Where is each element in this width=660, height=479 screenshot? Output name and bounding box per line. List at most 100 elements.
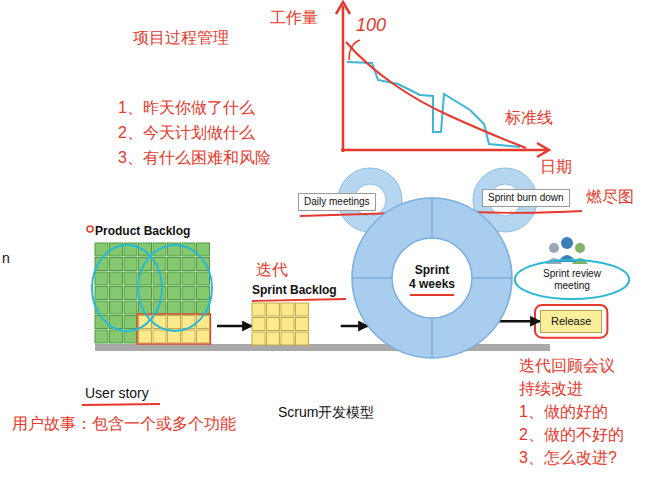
red-underline xyxy=(252,299,346,301)
annotation-text: 持续改进 xyxy=(519,379,583,398)
annotation-text: User story xyxy=(85,385,149,402)
story-cell xyxy=(95,272,108,285)
red-underline xyxy=(87,226,93,232)
story-cell xyxy=(95,287,108,300)
story-cell xyxy=(110,272,123,285)
sprint-ring xyxy=(352,278,392,279)
meeting-banner: Daily meetings xyxy=(298,193,376,211)
annotation-text: 迭代回顾会议 xyxy=(519,356,615,375)
story-cell xyxy=(110,258,123,271)
hand-circle xyxy=(515,260,629,299)
story-cell xyxy=(281,303,294,316)
story-cell xyxy=(124,301,137,314)
story-cell xyxy=(110,287,123,300)
red-underline xyxy=(82,211,582,405)
red-underline xyxy=(82,404,160,405)
burndown-chart xyxy=(336,2,350,14)
story-cell xyxy=(252,332,265,345)
sprint-ring xyxy=(410,294,454,296)
sprint-cycle: Sprint4 weeks xyxy=(350,196,514,360)
backlog-grid: Sprint Backlog xyxy=(252,284,341,347)
story-cell xyxy=(296,332,309,345)
story-cell xyxy=(95,330,108,343)
meeting-banner: Sprint burn down xyxy=(482,189,570,207)
story-cell xyxy=(124,316,137,329)
story-cell xyxy=(281,318,294,331)
annotation-text: 3、有什么困难和风险 xyxy=(118,148,271,167)
annotation-text: 用户故事：包含一个或多个功能 xyxy=(12,414,236,433)
story-cell xyxy=(110,330,123,343)
annotation-text: 项目过程管理 xyxy=(133,28,229,47)
hand-outline xyxy=(535,305,607,338)
annotation-text: 100 xyxy=(356,15,386,37)
story-cell xyxy=(296,303,309,316)
people-icon xyxy=(575,243,585,253)
node-text: Daily meetings xyxy=(304,196,370,208)
story-cell xyxy=(153,258,166,271)
story-cell xyxy=(182,287,195,300)
people-icon xyxy=(561,237,573,249)
flow-arrow xyxy=(341,325,368,328)
sprint-ring xyxy=(432,198,433,238)
backlog-grid: Product Backlog xyxy=(95,225,217,345)
annotation-text: 燃尽图 xyxy=(586,187,634,206)
burndown-chart xyxy=(342,6,345,152)
story-cell xyxy=(182,301,195,314)
burndown-chart xyxy=(336,2,549,157)
story-cell xyxy=(153,287,166,300)
node-text: Sprint review meeting xyxy=(530,268,614,291)
red-underline xyxy=(470,211,582,213)
people-icon xyxy=(549,243,559,253)
story-cell xyxy=(182,330,195,343)
story-cell xyxy=(168,287,181,300)
story-cell xyxy=(110,301,123,314)
story-cell xyxy=(182,272,195,285)
annotation-text: 工作量 xyxy=(270,8,318,27)
annotation-text: 2、今天计划做什么 xyxy=(118,123,255,142)
story-cell xyxy=(267,303,280,316)
node-text: Release xyxy=(551,315,591,328)
flow-arrow xyxy=(499,320,540,323)
story-cell xyxy=(267,332,280,345)
story-cell xyxy=(168,258,181,271)
story-cell xyxy=(252,303,265,316)
node-text: Product Backlog xyxy=(95,225,217,239)
story-cell xyxy=(124,287,137,300)
burndown-chart xyxy=(346,42,526,148)
story-cell xyxy=(296,318,309,331)
hand-circle xyxy=(92,245,162,331)
sprint-ring xyxy=(432,318,433,358)
story-cell xyxy=(197,272,210,285)
annotation-text: 迭代 xyxy=(256,260,288,279)
story-cell xyxy=(252,318,265,331)
story-cell xyxy=(182,258,195,271)
annotation-text: 3、怎么改进? xyxy=(519,448,617,467)
story-cell xyxy=(168,301,181,314)
burndown-chart xyxy=(537,143,549,157)
story-cell xyxy=(168,316,181,329)
story-cell xyxy=(139,287,152,300)
flow-arrow xyxy=(217,325,252,328)
annotation-text: 1、昨天你做了什么 xyxy=(118,98,255,117)
story-cell xyxy=(267,318,280,331)
hand-circle xyxy=(138,245,212,331)
story-cell xyxy=(168,272,181,285)
story-cell xyxy=(124,272,137,285)
annotation-text: 2、做的不好的 xyxy=(519,425,624,444)
figure-caption: Scrum开发模型 xyxy=(278,404,374,421)
story-grid xyxy=(252,303,341,347)
story-cell xyxy=(281,332,294,345)
story-grid xyxy=(95,243,217,345)
story-cell xyxy=(124,258,137,271)
annotation-text: 1、做的好的 xyxy=(519,402,608,421)
sprint-ring xyxy=(392,238,472,318)
story-cell xyxy=(197,287,210,300)
story-cell xyxy=(139,330,152,343)
burndown-chart xyxy=(341,149,546,152)
timeline-bar xyxy=(95,344,550,351)
sprint-ring xyxy=(472,278,512,279)
node-text: Sprint Backlog xyxy=(252,284,341,298)
node-text: Sprint burn down xyxy=(488,192,564,204)
annotation-text: 标准线 xyxy=(505,108,553,127)
